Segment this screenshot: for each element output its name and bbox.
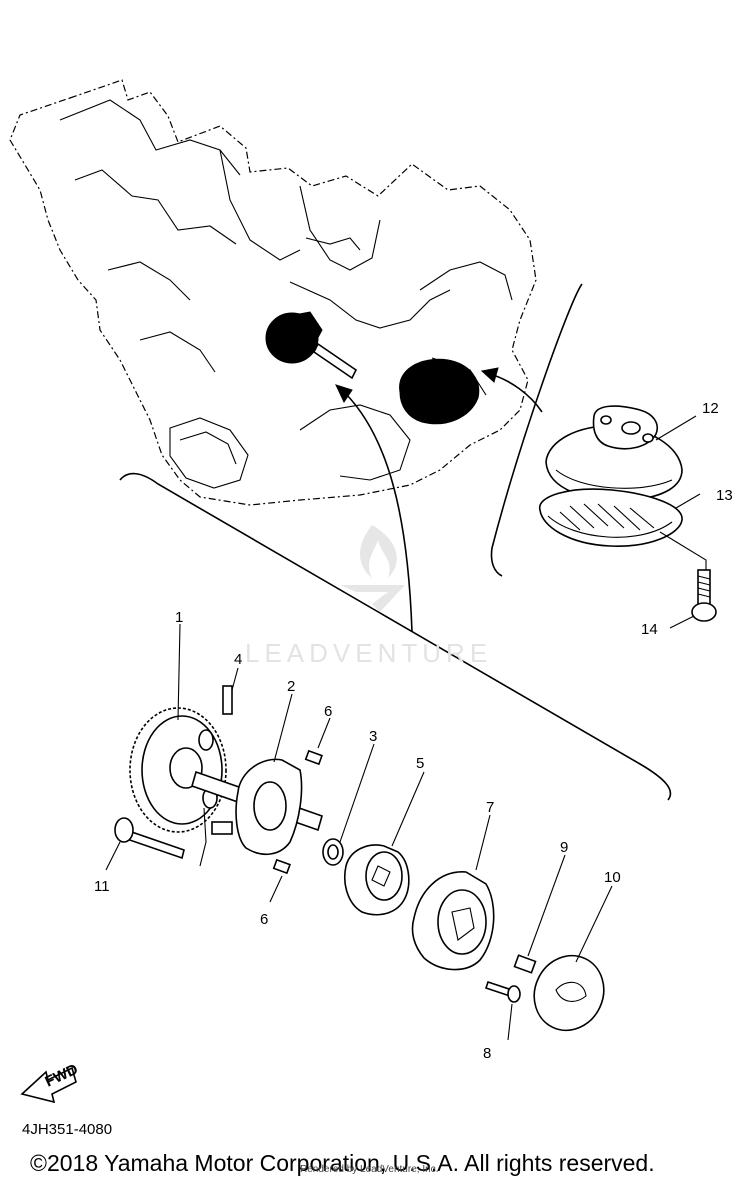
callout-8: 8	[483, 1045, 491, 1062]
callout-9: 9	[560, 839, 568, 856]
part-11-bolt	[114, 817, 185, 860]
crankcase-outline	[9, 79, 537, 506]
callout-12: 12	[702, 400, 719, 417]
callout-14: 14	[641, 621, 658, 638]
callout-13: 13	[716, 487, 733, 504]
callout-1: 1	[175, 609, 183, 626]
watermark-logo	[340, 525, 405, 612]
callout-7: 7	[486, 799, 494, 816]
part-code: 4JH351-4080	[22, 1121, 113, 1138]
callout-11: 11	[94, 878, 110, 895]
part-1-driven-gear	[129, 707, 227, 833]
callout-10: 10	[604, 869, 621, 886]
part-2-pump-body	[211, 758, 303, 855]
part-7-pump-cover	[411, 871, 495, 971]
leader-lines	[105, 415, 707, 1041]
part-6-pin-upper	[304, 749, 323, 766]
assembly-arrows	[335, 367, 543, 633]
callout-6-upper: 6	[324, 703, 332, 720]
part-9-pin	[513, 954, 537, 974]
part-3-washer	[322, 838, 344, 866]
callout-2: 2	[287, 678, 295, 695]
part-12-strainer-housing	[545, 405, 683, 501]
strainer-mount-recess	[399, 357, 487, 425]
part-10-plate	[533, 954, 605, 1032]
part-5-rotor	[344, 844, 410, 916]
watermark-text: LEADVENTURE	[245, 638, 493, 668]
callout-3: 3	[369, 728, 377, 745]
callout-labels: 1 2 3 4 5 6 6 7 8 9 10 11 12 13 14	[94, 400, 733, 1062]
callout-5: 5	[416, 755, 424, 772]
part-4-dowel-pin	[222, 685, 233, 715]
divider-lines	[119, 283, 672, 801]
callout-6-lower: 6	[260, 911, 268, 928]
part-8-bolt	[484, 980, 521, 1003]
callout-4: 4	[234, 651, 242, 668]
fwd-arrow-icon: FWD	[20, 1061, 81, 1104]
render-credit: Rendered by LeadVenture, Inc.	[300, 1164, 439, 1175]
part-6-pin-lower	[272, 858, 291, 875]
part-13-strainer-screen	[539, 488, 683, 547]
part-14-bolt	[691, 569, 717, 622]
oil-pump-mount-recess	[265, 311, 358, 380]
copyright-notice: ©2018 Yamaha Motor Corporation, U.S.A. A…	[30, 1150, 655, 1176]
